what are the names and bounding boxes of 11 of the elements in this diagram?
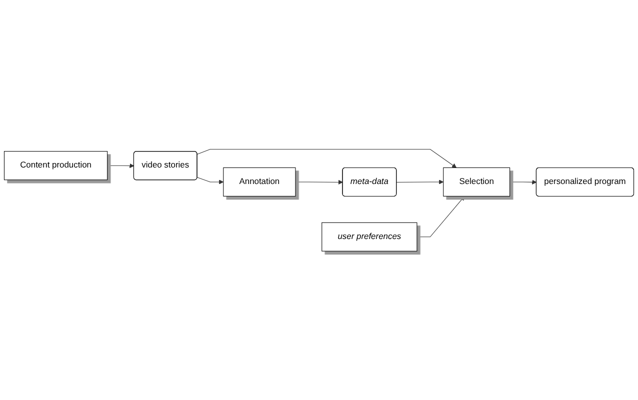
arrow: [510, 180, 537, 184]
node-box: Selection: [443, 167, 510, 196]
arrow: [295, 180, 343, 184]
arrow: [197, 176, 224, 184]
arrow: [396, 179, 444, 184]
node-box: user preferences: [322, 222, 418, 252]
arrow: [197, 148, 457, 168]
arrow: [416, 196, 465, 237]
arrow: [107, 163, 134, 168]
node-box: Content production: [4, 150, 108, 180]
node-box: Annotation: [223, 167, 296, 196]
